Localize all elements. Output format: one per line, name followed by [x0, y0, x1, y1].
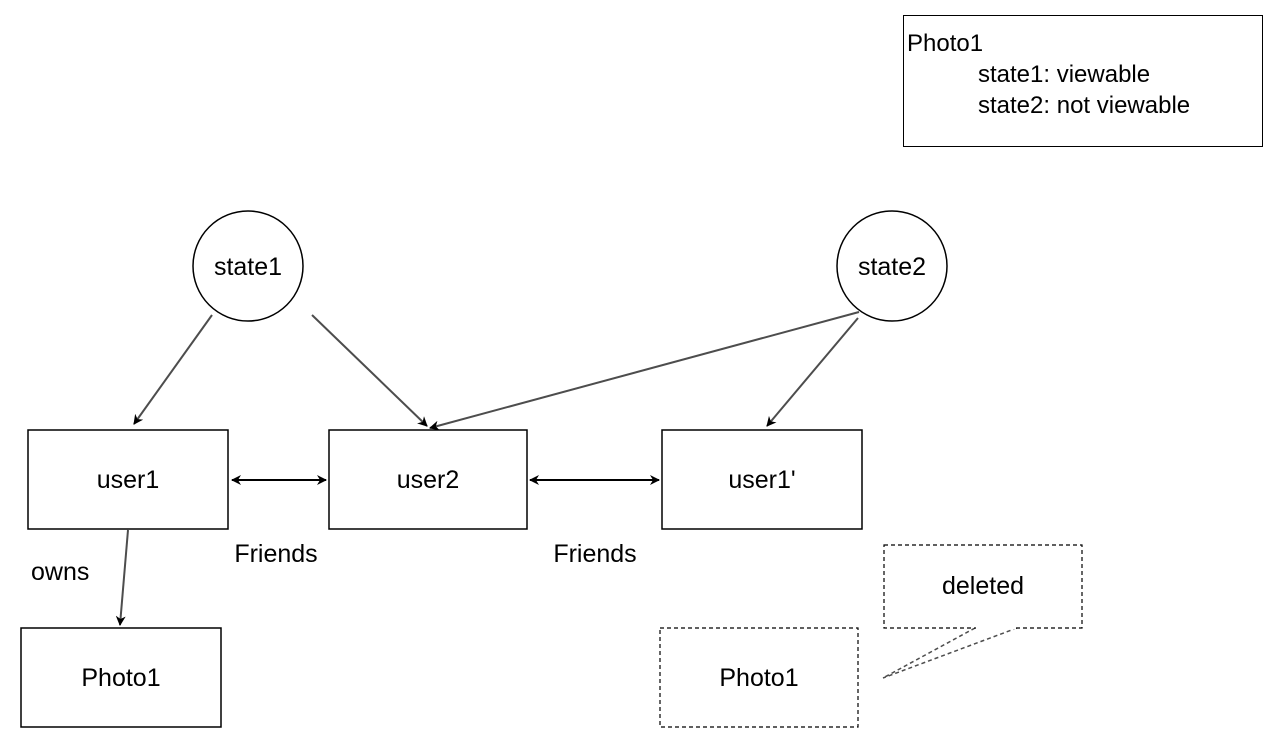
state1-node: [192, 210, 304, 322]
user1-prime-node: [661, 429, 863, 530]
edge-state1-user2: [311, 314, 428, 427]
state2-node: [836, 210, 948, 322]
legend-title: Photo1: [907, 30, 984, 57]
photo1-label: Photo1: [81, 664, 160, 692]
photo1-node: [20, 627, 222, 728]
user2-label: user2: [397, 466, 460, 494]
deleted-callout-label: deleted: [942, 572, 1024, 600]
user1-prime-label: user1': [728, 466, 795, 494]
photo1-deleted-node: [659, 627, 859, 728]
state2-label: state2: [858, 253, 926, 281]
owns-label: owns: [31, 558, 89, 586]
friends-label-2: Friends: [553, 540, 636, 568]
deleted-callout: [883, 544, 1083, 629]
state1-label: state1: [214, 253, 282, 281]
callout-pointer-left: [882, 627, 976, 679]
edge-state2-user2: [429, 311, 860, 431]
legend-box: Photo1 state1: viewable state2: not view…: [903, 15, 1263, 147]
callout-pointer-right: [882, 627, 1018, 679]
legend-line-state2: state2: not viewable: [978, 92, 1191, 119]
edge-state1-user1: [133, 314, 213, 425]
user2-node: [328, 429, 528, 530]
user1-node: [27, 429, 229, 530]
legend-line-state1: state1: viewable: [978, 61, 1151, 88]
friends-label-1: Friends: [234, 540, 317, 568]
edge-user1-owns-photo1: [115, 529, 129, 626]
edge-state2-user1-prime: [766, 317, 859, 427]
user1-label: user1: [97, 466, 160, 494]
photo1-deleted-label: Photo1: [719, 664, 798, 692]
